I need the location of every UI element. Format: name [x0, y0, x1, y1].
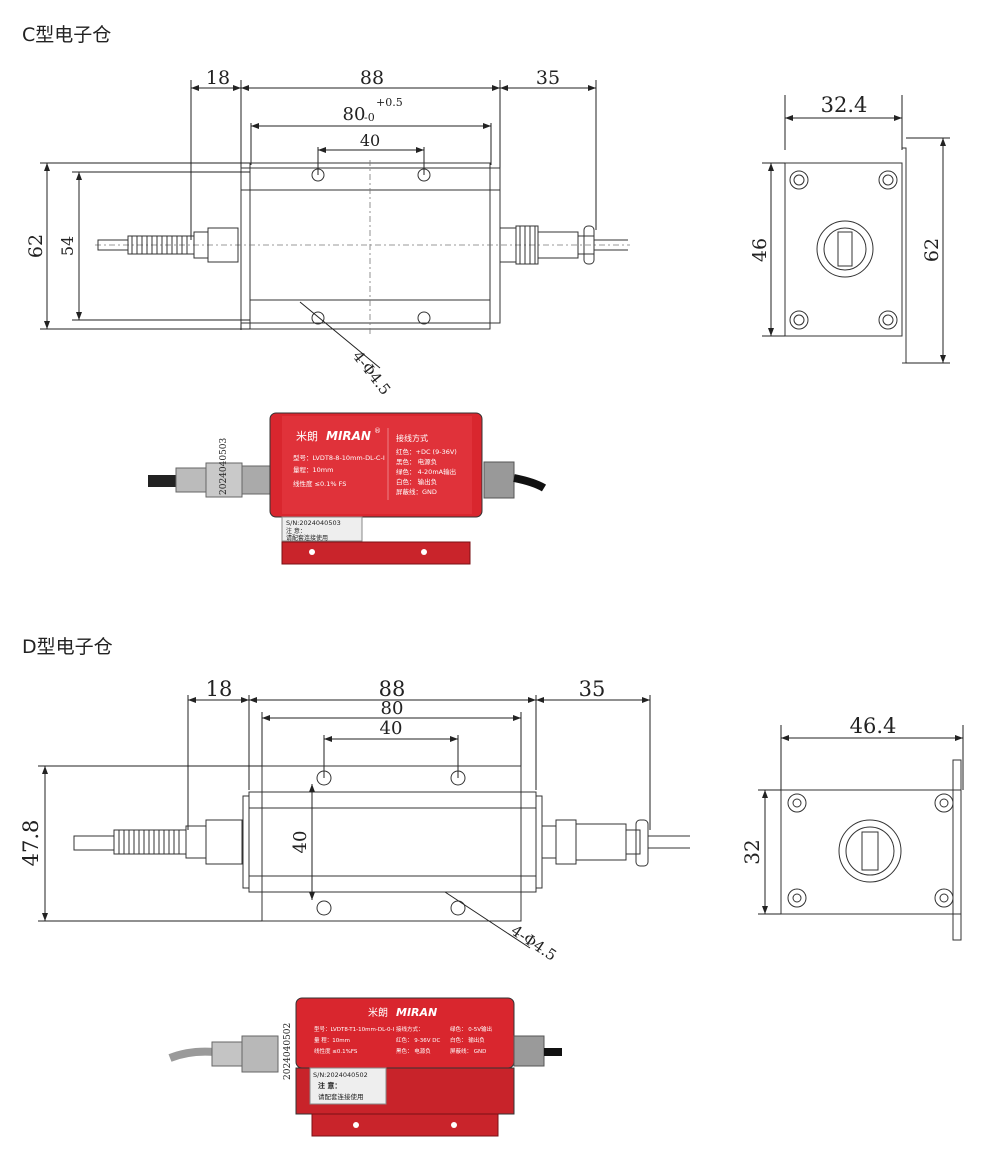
dim-c-62: 62: [25, 234, 47, 258]
c-range: 量程：10mm: [293, 465, 333, 474]
dim-c-side-46: 46: [749, 238, 771, 262]
d-wire4: 白色： 输出负: [450, 1036, 485, 1044]
dim-c-80: 80: [343, 104, 366, 125]
dim-d-40: 40: [380, 718, 403, 739]
dim-d-80: 80: [381, 698, 404, 719]
dim-c-18: 18: [206, 67, 230, 89]
c-serial: S/N:2024040503: [286, 519, 341, 527]
d-wire1: 红色： 9-36V DC: [396, 1036, 440, 1044]
c-wire5: 屏蔽线：GND: [396, 487, 437, 496]
c-wire3: 绿色： 4-20mA输出: [396, 467, 456, 476]
c-front-drawing: 18 88 35 80 +0.5 -0 40 62: [25, 67, 630, 395]
dim-d-47-8: 47.8: [19, 820, 43, 867]
dim-c-80-tol-minus: -0: [364, 111, 375, 124]
dim-d-35: 35: [579, 677, 606, 701]
c-wire4: 白色： 输出负: [396, 477, 437, 486]
dim-d-side-32: 32: [740, 839, 764, 864]
c-wire2: 黑色： 电源负: [396, 457, 437, 466]
c-cable-tag: 2024040503: [219, 437, 229, 495]
dim-c-holes: 4-Φ4.5: [349, 347, 394, 395]
d-wiring-title: 接线方式：: [396, 1025, 424, 1033]
section-title-d: D型电子仓: [22, 636, 113, 658]
d-product-photo: 2024040502 米朗 MIRAN 型号：LVDT8-T1-10mm-DL-…: [168, 997, 562, 1137]
dim-d-88: 88: [379, 677, 406, 701]
dim-d-18: 18: [206, 677, 233, 701]
c-brand: MIRAN: [326, 429, 371, 443]
d-model: 型号：LVDT8-T1-10mm-DL-0-I: [314, 1025, 395, 1033]
d-note: 注 意：: [318, 1081, 341, 1090]
d-brand-cn: 米朗: [368, 1006, 388, 1019]
c-side-drawing: 32.4 46 62: [749, 93, 950, 364]
dim-c-side-32-4: 32.4: [821, 93, 868, 117]
c-model: 型号：LVDT8-8-10mm-DL-C-I: [293, 453, 385, 462]
dim-c-88: 88: [360, 67, 384, 89]
d-front-drawing: 18 88 35 80 40 40 47.8 4-Φ4.5: [19, 677, 690, 965]
d-linearity: 线性度 ≤0.1%FS: [314, 1047, 358, 1055]
dim-c-side-62: 62: [921, 238, 943, 262]
c-wiring-title: 接线方式: [396, 433, 428, 443]
dim-c-80-tol-plus: +0.5: [376, 96, 403, 109]
d-side-drawing: 46.4 32: [740, 714, 964, 941]
c-note2: 请配套连接使用: [286, 534, 328, 542]
dim-d-40-vert: 40: [290, 831, 311, 854]
dim-c-35: 35: [536, 67, 560, 89]
dim-d-side-46-4: 46.4: [850, 714, 897, 738]
d-brand: MIRAN: [396, 1006, 437, 1019]
c-note: 注 意：: [286, 527, 306, 535]
dim-d-holes: 4-Φ4.5: [508, 921, 560, 964]
c-reg-mark: ®: [374, 427, 381, 435]
d-wire3: 绿色： 0-5V输出: [450, 1025, 492, 1033]
c-brand-cn: 米朗: [296, 430, 318, 443]
d-range: 量 程：10mm: [314, 1036, 350, 1044]
dim-c-40: 40: [360, 131, 380, 150]
section-title-c: C型电子仓: [22, 24, 112, 46]
c-linearity: 线性度 ≤0.1% FS: [293, 479, 346, 488]
c-wire1: 红色：+DC (9-36V): [396, 447, 457, 456]
c-product-photo: 2024040503 米朗 MIRAN ® 型号：LVDT8-8-10mm-DL…: [148, 412, 547, 565]
d-note2: 请配套连接使用: [318, 1092, 364, 1101]
d-serial: S/N:2024040502: [313, 1071, 368, 1079]
d-wire5: 屏蔽线： GND: [450, 1047, 486, 1055]
d-cable-tag: 2024040502: [283, 1023, 293, 1080]
d-wire2: 黑色： 电源负: [396, 1047, 431, 1055]
dim-c-54: 54: [58, 236, 77, 256]
